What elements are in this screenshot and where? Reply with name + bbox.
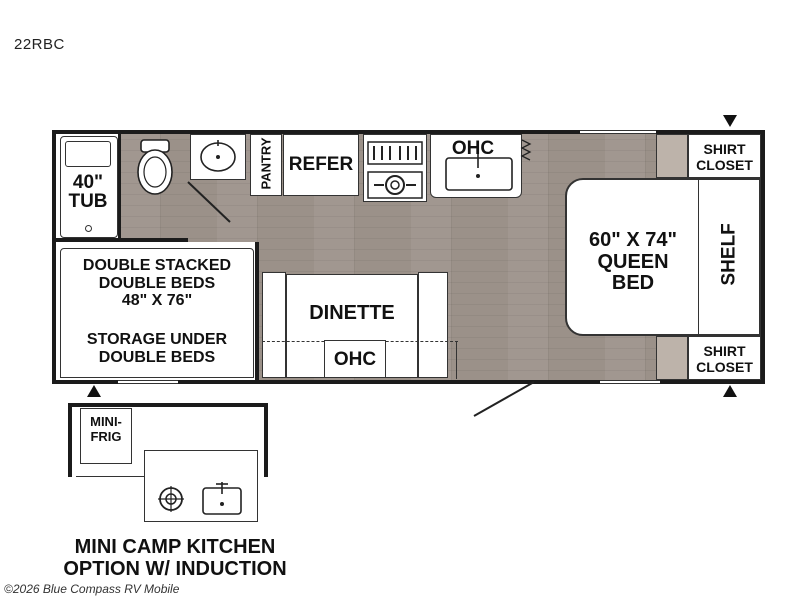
bed-divider bbox=[698, 178, 699, 336]
tub-drain bbox=[85, 225, 92, 232]
dinette-label: DINETTE bbox=[309, 302, 395, 324]
closet-floor-top bbox=[656, 134, 688, 178]
queen-bed-label: 60" X 74" QUEEN BED bbox=[589, 229, 677, 295]
wall-right bbox=[761, 130, 765, 384]
slide-marker-bottom-right-icon bbox=[723, 385, 737, 397]
camp-wall-left bbox=[68, 403, 72, 477]
shelf-label: SHELF bbox=[718, 223, 740, 286]
double-beds-label: DOUBLE STACKED DOUBLE BEDS 48" X 76" bbox=[82, 257, 232, 310]
window-bottom-2 bbox=[600, 380, 660, 384]
bath-sink-icon bbox=[200, 140, 236, 172]
shirt-closet-bottom: SHIRT CLOSET bbox=[688, 336, 761, 380]
bath-door-icon bbox=[187, 181, 231, 223]
watermark: ©2026 Blue Compass RV Mobile bbox=[4, 582, 180, 596]
faucet-icon bbox=[520, 139, 532, 161]
kitchen-sink-icon bbox=[445, 154, 513, 191]
bath-wall bbox=[56, 238, 188, 242]
dinette-seat-right bbox=[418, 272, 448, 378]
slide-marker-top-right-icon bbox=[723, 115, 737, 127]
refer-label: REFER bbox=[288, 154, 354, 175]
wall-bottom bbox=[52, 380, 765, 384]
mini-fridge: MINI- FRIG bbox=[80, 408, 132, 464]
queen-bed: 60" X 74" QUEEN BED bbox=[565, 178, 761, 336]
wall-left bbox=[52, 130, 56, 384]
dinette-seat-left bbox=[262, 272, 286, 378]
toilet-icon bbox=[137, 139, 173, 195]
dinette-edge-line bbox=[456, 341, 457, 379]
bath-side-wall bbox=[118, 134, 121, 240]
camp-wall-top bbox=[68, 403, 268, 407]
wall-top bbox=[52, 130, 765, 134]
ohc-dinette-label: OHC bbox=[333, 349, 377, 370]
storage-label: STORAGE UNDER DOUBLE BEDS bbox=[86, 331, 228, 366]
induction-burner-icon bbox=[158, 486, 184, 512]
tub: 40" TUB bbox=[60, 136, 118, 238]
camp-wall-right bbox=[264, 403, 268, 477]
camp-kitchen-label: MINI CAMP KITCHEN OPTION W/ INDUCTION bbox=[63, 536, 287, 580]
window-bottom bbox=[118, 380, 178, 384]
entry-door-icon bbox=[473, 381, 535, 417]
shirt-closet-top: SHIRT CLOSET bbox=[688, 134, 761, 178]
tub-inner bbox=[65, 141, 111, 167]
mini-frig-label: MINI- FRIG bbox=[90, 414, 122, 444]
refrigerator: REFER bbox=[283, 134, 359, 196]
stove-burners-icon bbox=[367, 141, 423, 199]
ohc-kitchen-label: OHC bbox=[451, 138, 495, 159]
shirt-closet-top-label: SHIRT CLOSET bbox=[696, 141, 753, 174]
pantry-label: PANTRY bbox=[258, 137, 274, 190]
slide-marker-bottom-left-icon bbox=[87, 385, 101, 397]
dinette: DINETTE bbox=[286, 274, 418, 378]
ohc-dinette-box: OHC bbox=[324, 340, 386, 378]
camp-sink-icon bbox=[202, 482, 242, 515]
tub-label: 40" TUB bbox=[68, 172, 108, 212]
shirt-closet-bottom-label: SHIRT CLOSET bbox=[696, 343, 753, 376]
double-beds: DOUBLE STACKED DOUBLE BEDS 48" X 76" STO… bbox=[60, 248, 254, 378]
window-top bbox=[580, 130, 656, 134]
bunk-right-wall bbox=[255, 242, 259, 382]
closet-floor-bottom bbox=[656, 336, 688, 380]
model-name: 22RBC bbox=[14, 36, 65, 53]
pantry: PANTRY bbox=[250, 134, 282, 196]
